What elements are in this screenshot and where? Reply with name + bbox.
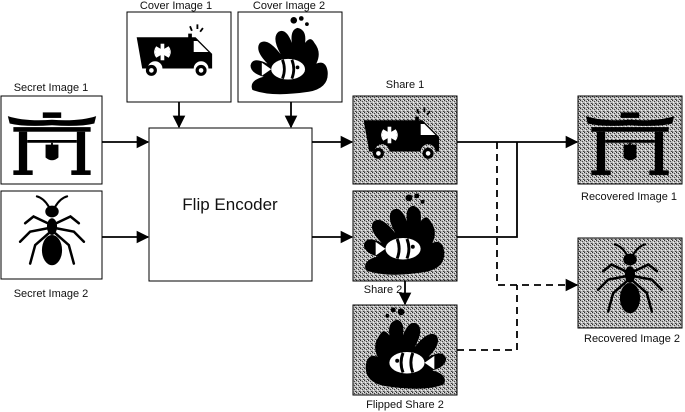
dashed-flipped-to-recovered2 bbox=[457, 285, 518, 351]
secret-image-1-label: Secret Image 1 bbox=[14, 82, 89, 94]
cover-image-1-label: Cover Image 1 bbox=[140, 0, 212, 12]
line-share2-to-recovered1 bbox=[457, 142, 518, 238]
recovered-image-1-label: Recovered Image 1 bbox=[581, 191, 677, 203]
recovered-image-1 bbox=[577, 95, 683, 185]
flip-encoder-label: Flip Encoder bbox=[182, 195, 278, 214]
cover-image-2-label: Cover Image 2 bbox=[253, 0, 325, 12]
flipped-share-2-label: Flipped Share 2 bbox=[366, 399, 444, 411]
share-2-label: Share 2 bbox=[364, 284, 403, 296]
cover-image-2 bbox=[237, 11, 343, 103]
recovered-image-2-label: Recovered Image 2 bbox=[584, 333, 680, 345]
dashed-share1-to-recovered2 bbox=[496, 142, 579, 292]
recovered-image-2 bbox=[577, 237, 683, 329]
flipped-share-2 bbox=[352, 304, 458, 396]
share-1 bbox=[352, 95, 458, 185]
cover-image-1 bbox=[126, 11, 232, 103]
share-2 bbox=[352, 190, 458, 282]
secret-image-2-label: Secret Image 2 bbox=[14, 288, 89, 300]
secret-image-1 bbox=[0, 95, 103, 185]
flip-encoder-box: Flip Encoder bbox=[148, 127, 313, 282]
secret-image-2 bbox=[0, 190, 103, 280]
share-1-label: Share 1 bbox=[386, 79, 425, 91]
connectors bbox=[102, 102, 579, 351]
